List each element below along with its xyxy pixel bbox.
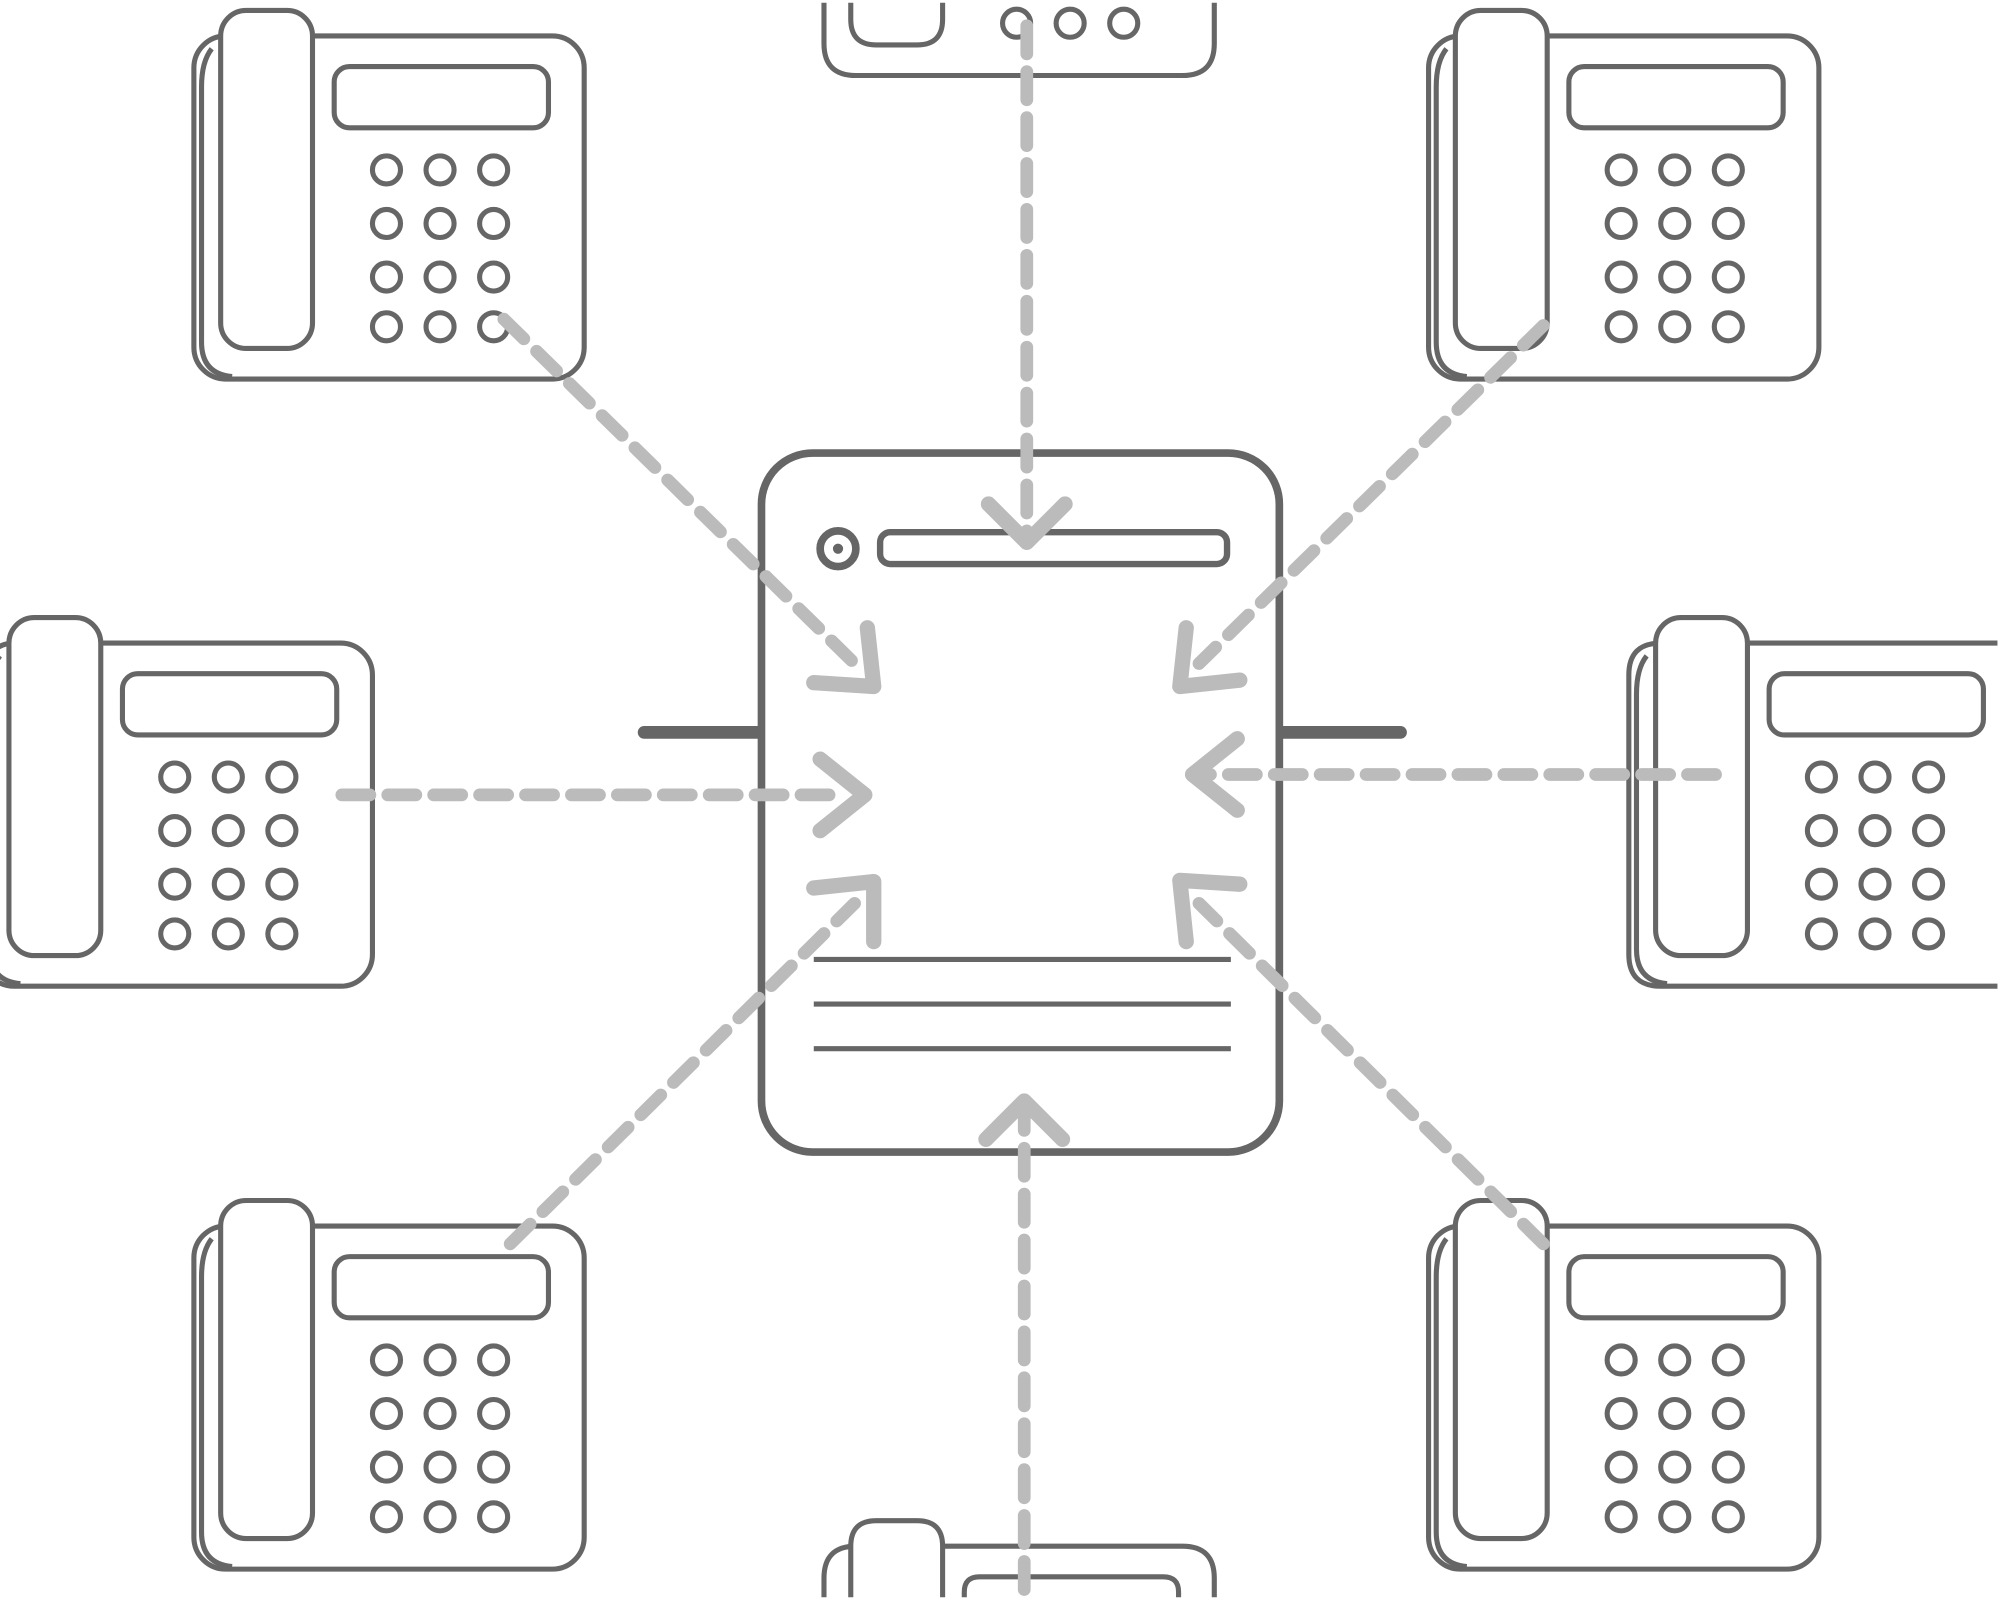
connection-right (1184, 731, 1722, 818)
connection-top (980, 19, 1073, 550)
arrow-down-icon (980, 496, 1073, 550)
connection-bottom (978, 1093, 1071, 1596)
arrow-down-right-icon (806, 620, 882, 695)
desk-phone-icon (1626, 618, 1998, 989)
arrow-right-icon (812, 751, 873, 839)
phone-right (1626, 618, 1998, 989)
desk-phone-icon (1429, 10, 1819, 379)
phone-top-right (1429, 10, 1819, 379)
connection-top-right (1172, 319, 1550, 695)
phone-top (821, 2, 1217, 79)
desk-phone-icon (194, 1201, 584, 1570)
arrow-up-right-icon (806, 873, 882, 950)
arrow-left-icon (1184, 731, 1245, 818)
connection-left (335, 751, 873, 839)
phone-bottom-left (194, 1201, 584, 1570)
connection-bottom-left (503, 873, 882, 1251)
arrow-up-icon (978, 1093, 1071, 1147)
desk-phone-icon (1429, 1201, 1819, 1570)
desk-phone-icon (821, 2, 1217, 79)
phone-bottom-right (1429, 1201, 1819, 1570)
pbx-server-icon (637, 449, 1407, 1156)
connection-bottom-right (1172, 872, 1550, 1251)
phone-top-left (194, 10, 584, 379)
phone-left (0, 618, 372, 987)
arrow-down-left-icon (1172, 620, 1248, 695)
connection-top-left (497, 312, 882, 695)
arrow-up-left-icon (1172, 872, 1248, 950)
desk-phone-icon (194, 10, 584, 379)
desk-phone-icon (0, 618, 372, 987)
